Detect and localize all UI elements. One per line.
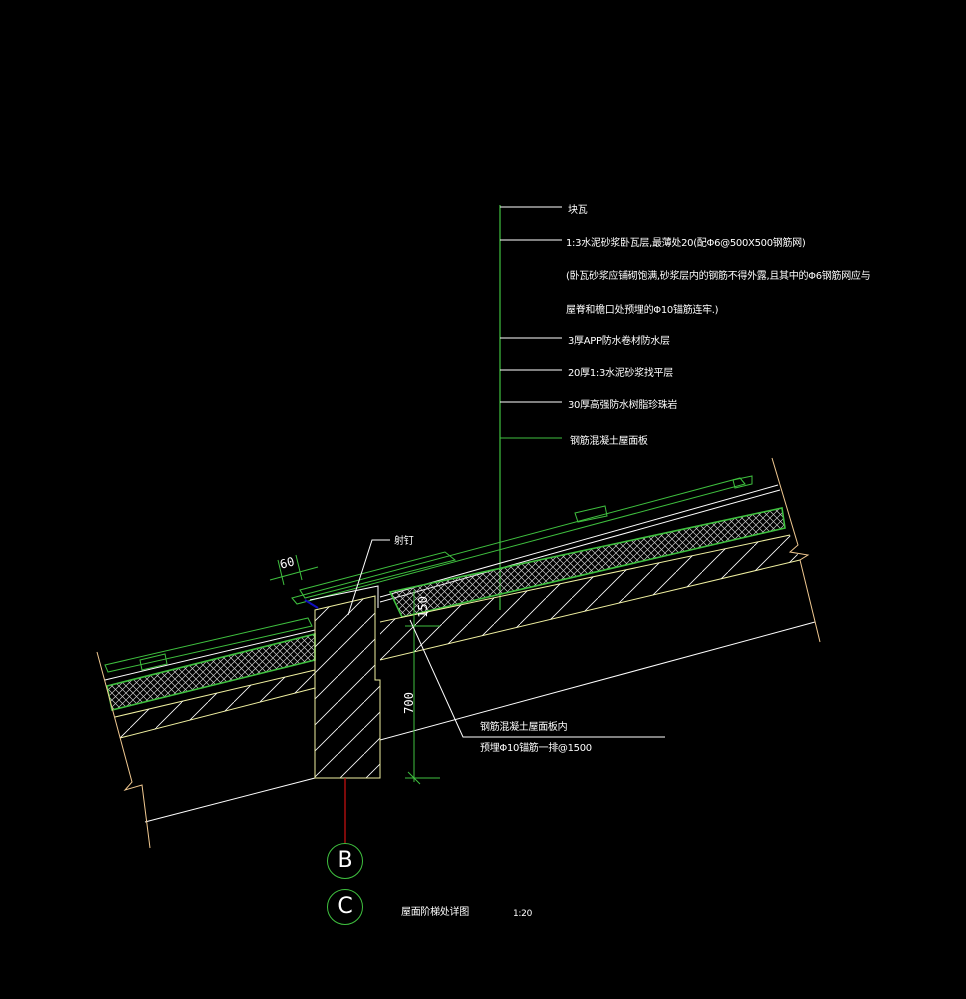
callout-tile: 块瓦 [568, 205, 588, 216]
callout-nail: 射钉 [394, 536, 414, 547]
dim-parapet-depth: 700 [401, 692, 416, 714]
callout-anchor-1: 钢筋混凝土屋面板内 [480, 722, 568, 733]
grid-bubble-b: B [327, 843, 363, 879]
callout-insulation: 30厚高强防水树脂珍珠岩 [568, 400, 678, 411]
drawing-scale: 1:20 [513, 909, 533, 919]
callout-mortar-note-1: (卧瓦砂浆应铺砌饱满,砂浆层内的钢筋不得外露,且其中的Φ6钢筋网应与 [566, 271, 871, 282]
annotation-leaders [347, 539, 665, 738]
lower-roof-section [96, 617, 316, 849]
step-beam [304, 585, 381, 843]
dimension-lines [269, 554, 440, 785]
grid-bubble-c: C [327, 889, 363, 925]
drawing-title: 屋面阶梯处详图 [401, 907, 469, 918]
layer-leader [499, 205, 562, 610]
callout-anchor-2: 预埋Φ10锚筋一排@1500 [480, 743, 592, 754]
callout-membrane: 3厚APP防水卷材防水层 [568, 336, 670, 347]
callout-mortar-note-2: 屋脊和檐口处预埋的Φ10锚筋连牢.) [566, 305, 719, 316]
callout-screed: 20厚1:3水泥砂浆找平层 [568, 368, 673, 379]
callout-mortar-bed: 1:3水泥砂浆卧瓦层,最薄处20(配Φ6@500X500钢筋网) [566, 238, 806, 249]
upper-roof-section [291, 457, 821, 741]
callout-slab: 钢筋混凝土屋面板 [570, 436, 648, 447]
dim-step-height: 150 [415, 596, 430, 618]
